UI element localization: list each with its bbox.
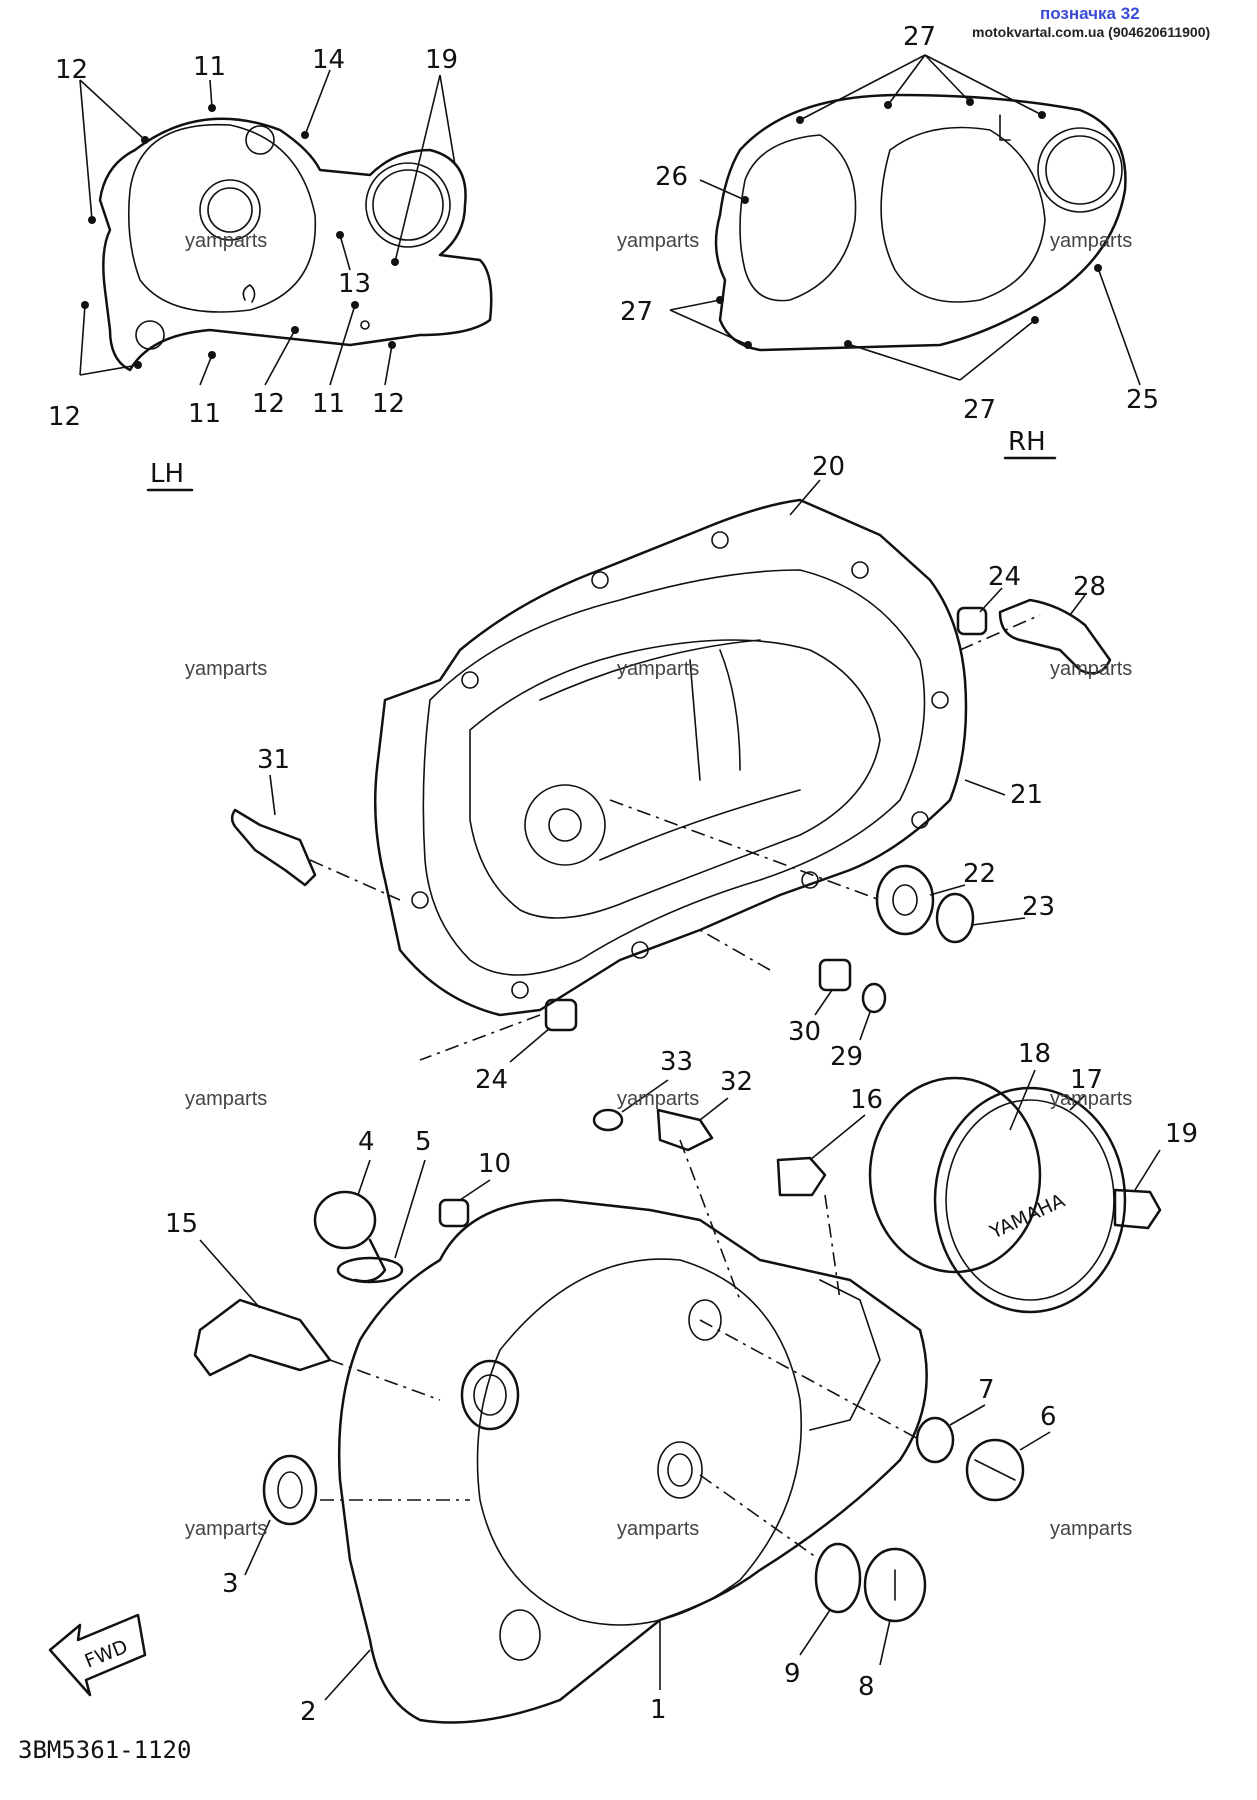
callout-4: 4 xyxy=(358,1127,375,1157)
callout-2: 2 xyxy=(300,1697,317,1727)
callout-1: 1 xyxy=(650,1695,667,1725)
callout-rh-27a: 27 xyxy=(903,22,936,52)
header-title: позначка 32 xyxy=(1040,4,1140,23)
oil-seal-22 xyxy=(875,864,935,936)
callout-lh-11c: 11 xyxy=(312,389,345,419)
lower-crankcase-cover xyxy=(337,1198,928,1724)
dowel-pin-30 xyxy=(818,958,852,992)
callout-15: 15 xyxy=(165,1209,198,1239)
callout-5: 5 xyxy=(415,1127,432,1157)
screw-33 xyxy=(592,1108,624,1132)
crankcase-cover xyxy=(373,498,968,1017)
callout-8: 8 xyxy=(858,1672,875,1702)
callout-23: 23 xyxy=(1022,892,1055,922)
o-ring-9 xyxy=(814,1542,862,1614)
watermark-text: yamparts xyxy=(617,1518,700,1540)
callout-rh-27b: 27 xyxy=(620,297,653,327)
circlip-23 xyxy=(935,892,975,944)
callout-28: 28 xyxy=(1073,572,1106,602)
lh-leader-lines xyxy=(79,69,456,386)
o-ring-5 xyxy=(336,1256,404,1284)
callout-7: 7 xyxy=(978,1375,995,1405)
diagram-code: 3BM5361-1120 xyxy=(18,1736,191,1764)
generator-cap-17: YAMAHA xyxy=(933,1086,1127,1314)
watermark-text: yamparts xyxy=(1050,658,1133,680)
callout-lh-12c: 12 xyxy=(252,389,285,419)
callout-lh-13: 13 xyxy=(338,269,371,299)
watermark-text: yamparts xyxy=(1050,1518,1133,1540)
plug-8 xyxy=(863,1547,927,1623)
callout-17: 17 xyxy=(1070,1065,1103,1095)
callout-6: 6 xyxy=(1040,1402,1057,1432)
screw-19 xyxy=(1113,1188,1162,1230)
callout-lh-19: 19 xyxy=(425,45,458,75)
plate-32 xyxy=(656,1108,714,1152)
callout-3: 3 xyxy=(222,1569,239,1599)
callout-9: 9 xyxy=(784,1659,801,1689)
callout-33: 33 xyxy=(660,1047,693,1077)
callout-30: 30 xyxy=(788,1017,821,1047)
header-subtitle: motokvartal.com.ua (904620611900) xyxy=(972,24,1211,40)
crankcase-leader-lines xyxy=(269,479,1086,1063)
lower-cover-leader-lines xyxy=(199,1069,1161,1701)
fwd-label: FWD xyxy=(82,1636,131,1673)
watermark-text: yamparts xyxy=(617,1088,700,1110)
bracket-31 xyxy=(230,808,317,887)
callout-16: 16 xyxy=(850,1085,883,1115)
watermark-text: yamparts xyxy=(185,1518,268,1540)
callout-10: 10 xyxy=(478,1149,511,1179)
callout-lh-12d: 12 xyxy=(372,389,405,419)
washer-29 xyxy=(861,982,887,1014)
callout-18: 18 xyxy=(1018,1039,1051,1069)
callout-lh-11b: 11 xyxy=(188,399,221,429)
callout-lh-12b: 12 xyxy=(48,402,81,432)
callout-22: 22 xyxy=(963,859,996,889)
side-label-lh: LH xyxy=(150,459,184,489)
generator-cover-18 xyxy=(868,1076,1042,1274)
watermark-text: yamparts xyxy=(1050,1088,1133,1110)
side-label-rh: RH xyxy=(1008,427,1046,457)
dowel-pin-24-upper xyxy=(956,606,988,636)
callout-21: 21 xyxy=(1010,780,1043,810)
callout-lh-12a: 12 xyxy=(55,55,88,85)
watermark-text: yamparts xyxy=(617,658,700,680)
callout-lh-14: 14 xyxy=(312,45,345,75)
callout-lh-11a: 11 xyxy=(193,52,226,82)
oil-filler-cap-4 xyxy=(313,1190,387,1283)
cap-brand-text: YAMAHA xyxy=(986,1190,1069,1244)
crankcase-bolt-bosses xyxy=(411,531,949,999)
oil-seal-3 xyxy=(262,1454,318,1526)
callout-20: 20 xyxy=(812,452,845,482)
callout-rh-27c: 27 xyxy=(963,395,996,425)
o-ring-7 xyxy=(915,1416,955,1464)
crankcase-hardware xyxy=(230,598,1112,1032)
callout-24-upper: 24 xyxy=(988,562,1021,592)
watermark-text: yamparts xyxy=(185,230,268,252)
watermark-text: yamparts xyxy=(185,658,268,680)
callout-19: 19 xyxy=(1165,1119,1198,1149)
callout-31: 31 xyxy=(257,745,290,775)
dowel-pin-10 xyxy=(438,1198,470,1228)
callout-32: 32 xyxy=(720,1067,753,1097)
callout-29: 29 xyxy=(830,1042,863,1072)
rh-gasket xyxy=(714,93,1127,352)
lh-gasket xyxy=(98,117,493,372)
watermark-text: yamparts xyxy=(1050,230,1133,252)
watermark-text: yamparts xyxy=(617,230,700,252)
plug-6 xyxy=(965,1438,1025,1502)
bracket-28 xyxy=(998,598,1112,675)
callout-rh-25: 25 xyxy=(1126,385,1159,415)
screw-16 xyxy=(776,1156,827,1197)
rh-leader-lines xyxy=(669,54,1141,386)
callout-rh-26: 26 xyxy=(655,162,688,192)
fwd-arrow: FWD xyxy=(48,1613,147,1697)
watermark-text: yamparts xyxy=(185,1088,268,1110)
bracket-15 xyxy=(193,1298,332,1377)
dowel-pin-24-lower xyxy=(544,998,578,1032)
callout-24-lower: 24 xyxy=(475,1065,508,1095)
